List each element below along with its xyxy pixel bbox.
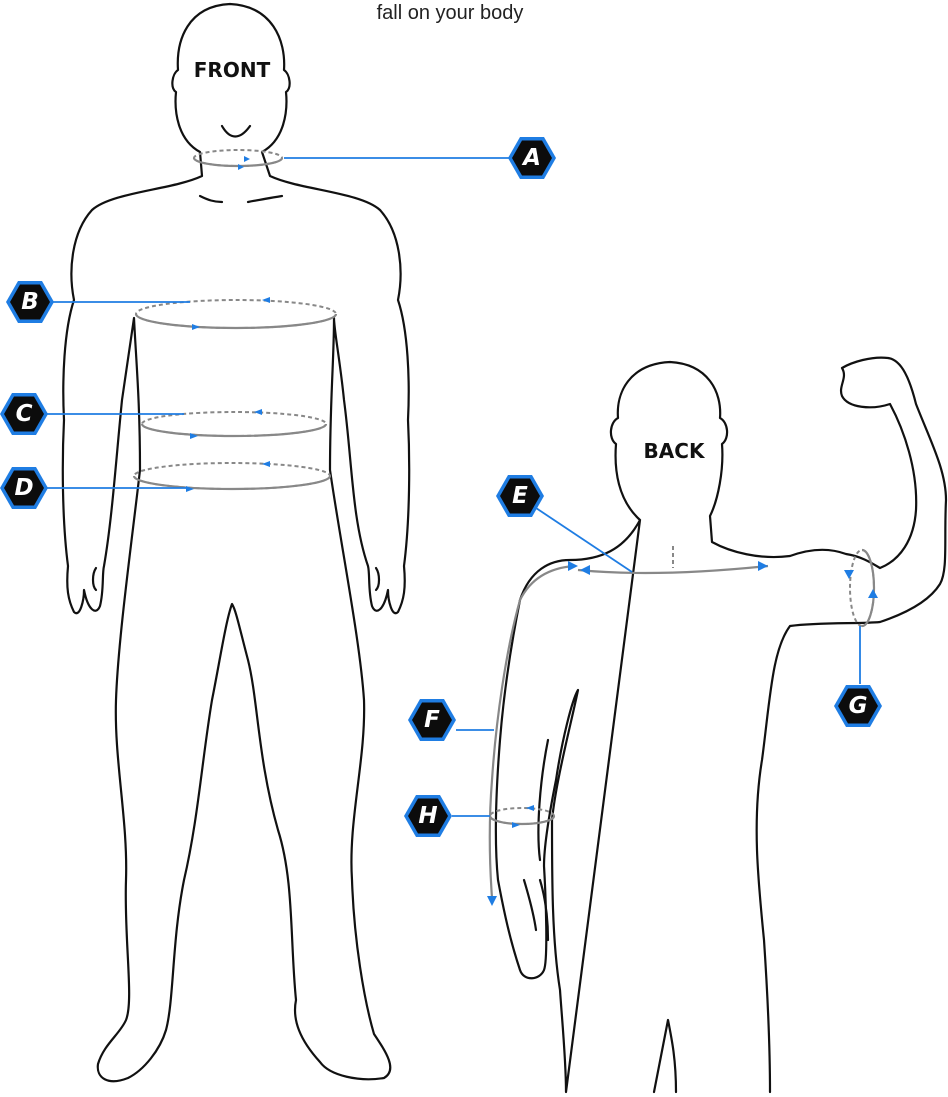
arrowhead-icon xyxy=(580,565,590,575)
badge-label: F xyxy=(424,707,440,733)
arrowhead-icon xyxy=(262,297,270,303)
badge-h: H xyxy=(404,795,452,837)
back-figure: BACK xyxy=(496,358,946,1092)
badge-label: E xyxy=(512,483,528,509)
sleeve-line xyxy=(490,566,574,898)
arrowhead-icon xyxy=(758,561,768,571)
front-right-thumb xyxy=(376,568,379,590)
badge-c: C xyxy=(0,393,48,435)
arrowhead-icon xyxy=(254,409,262,415)
badge-label: H xyxy=(418,803,437,829)
front-view-label: FRONT xyxy=(194,58,271,82)
arrowhead-icon xyxy=(192,324,200,330)
badge-label: D xyxy=(14,475,33,501)
arrowhead-icon xyxy=(244,156,250,162)
front-collarbone-left xyxy=(200,196,222,202)
arrowhead-icon xyxy=(844,570,854,579)
forearm-ring-front xyxy=(490,816,554,824)
badge-b: B xyxy=(6,281,54,323)
back-view-label: BACK xyxy=(644,439,706,463)
leader-line-e xyxy=(536,508,632,572)
badge-label: B xyxy=(21,289,39,315)
badge-f: F xyxy=(408,699,456,741)
front-chin-line xyxy=(222,126,250,137)
back-body-outline xyxy=(496,358,946,1092)
badge-label: G xyxy=(849,693,868,719)
badge-label: A xyxy=(521,145,541,171)
chest-ring-front xyxy=(136,314,336,328)
badge-a: A xyxy=(508,137,556,179)
waist-ring-front xyxy=(142,424,326,436)
badge-d: D xyxy=(0,467,48,509)
badge-label: C xyxy=(16,401,33,427)
arrowhead-icon xyxy=(868,589,878,598)
front-collarbone-right xyxy=(248,196,282,202)
arrowhead-icon xyxy=(526,805,534,811)
arrowhead-icon xyxy=(262,461,270,467)
badge-e: E xyxy=(496,475,544,517)
arrowhead-icon xyxy=(568,561,578,571)
front-left-thumb xyxy=(93,568,96,590)
hip-ring-front xyxy=(134,476,330,489)
arrowhead-icon xyxy=(487,896,497,906)
badge-g: G xyxy=(834,685,882,727)
